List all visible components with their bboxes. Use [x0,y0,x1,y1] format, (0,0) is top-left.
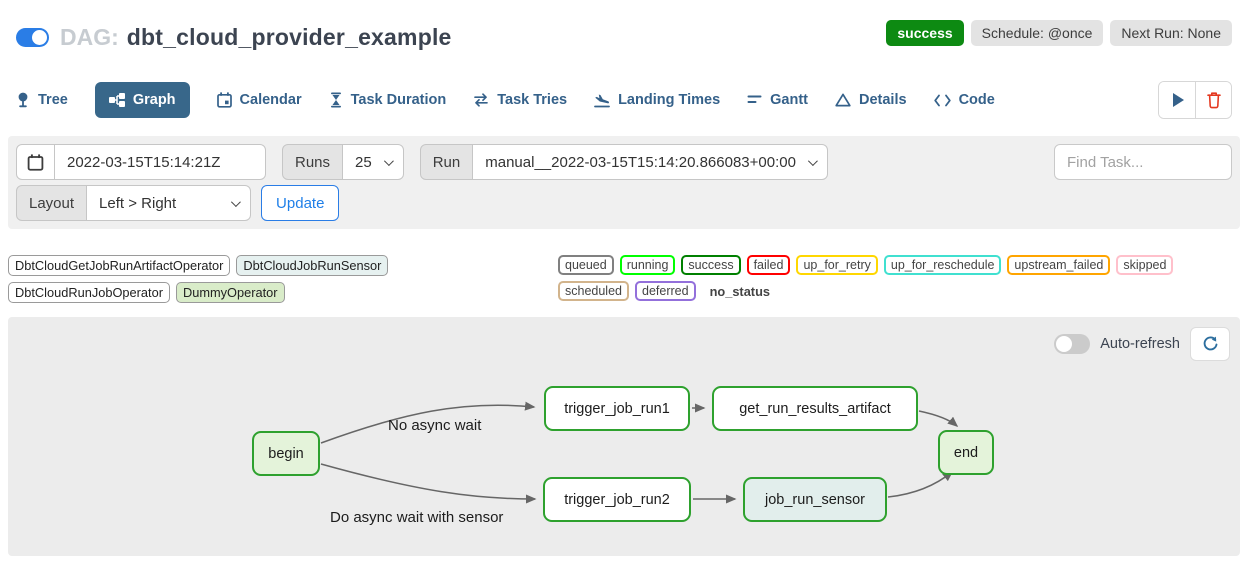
tab-graph[interactable]: Graph [94,82,190,118]
task-node-begin[interactable]: begin [252,431,320,476]
status-badge-up-for-reschedule[interactable]: up_for_reschedule [883,255,1002,275]
delete-dag-button[interactable] [1195,82,1231,118]
auto-refresh-toggle[interactable] [1054,334,1091,354]
operator-badge: DbtCloudRunJobOperator [8,282,170,303]
find-task-input[interactable] [1054,144,1232,180]
tab-label: Gantt [770,92,808,108]
refresh-icon [1203,336,1217,350]
operator-badge: DbtCloudJobRunSensor [236,255,389,276]
gantt-icon [747,95,762,103]
execution-date-input[interactable]: 2022-03-15T15:14:21Z [54,144,266,180]
tab-label: Task Tries [497,92,568,108]
status-badge-failed[interactable]: failed [746,255,791,275]
trigger-dag-button[interactable] [1159,82,1195,118]
dag-header: DAG: dbt_cloud_provider_example success … [0,0,1248,51]
graph-panel: Auto-refresh begin trigger_job_run1 get_… [8,317,1240,556]
layout-group: Layout Left > Right [16,185,252,221]
dag-action-buttons [1158,81,1232,119]
chevron-down-icon [383,155,394,166]
edge-label-do-async-wait: Do async wait with sensor [330,509,504,526]
tab-gantt[interactable]: Gantt [747,92,808,108]
tab-label: Landing Times [618,92,721,108]
run-group: Run manual__2022-03-15T15:14:20.866083+0… [419,144,828,180]
tab-label: Graph [132,92,176,108]
runs-select[interactable]: 25 [342,144,404,180]
auto-refresh-label: Auto-refresh [1100,336,1180,352]
schedule-badge[interactable]: Schedule: @once [970,20,1104,46]
tab-label: Tree [38,92,68,108]
play-icon [1173,93,1184,107]
operator-badge: DbtCloudGetJobRunArtifactOperator [8,255,231,276]
runs-label: Runs [282,144,344,180]
tab-task-tries[interactable]: Task Tries [473,92,567,108]
repeat-icon [474,93,489,107]
layout-select[interactable]: Left > Right [86,185,252,221]
task-node-trigger-job-run1[interactable]: trigger_job_run1 [544,386,690,431]
status-label-no-status: no_status [709,283,771,299]
code-icon [933,94,951,106]
view-tabs: Tree Graph Calendar Task Duration Task T… [0,51,1248,119]
execution-date-group: 2022-03-15T15:14:21Z [16,144,266,180]
next-run-badge: Next Run: None [1110,20,1232,46]
status-badge-success[interactable]: success [681,255,741,275]
tab-landing-times[interactable]: Landing Times [594,92,720,108]
page-title: dbt_cloud_provider_example [126,24,452,50]
triangle-icon [835,93,851,107]
layout-label: Layout [16,185,88,221]
tab-label: Calendar [239,92,302,108]
task-node-end[interactable]: end [938,430,994,475]
runs-group: Runs 25 [282,144,404,180]
tab-calendar[interactable]: Calendar [216,92,302,108]
filter-band: 2022-03-15T15:14:21Z Runs 25 Run manual_… [8,136,1240,229]
calendar-icon [27,153,44,171]
chevron-down-icon [807,155,818,166]
trash-icon [1206,92,1221,109]
tab-label: Task Duration [350,92,447,108]
status-badge-queued[interactable]: queued [558,255,614,275]
plane-landing-icon [594,94,610,107]
graph-icon [108,93,125,107]
status-badge-deferred[interactable]: deferred [635,281,696,301]
tab-label: Details [859,92,907,108]
tab-code[interactable]: Code [933,92,995,108]
dag-edges [320,401,959,504]
refresh-button[interactable] [1190,327,1230,361]
dag-label: DAG: [60,24,119,50]
status-badge-upstream-failed[interactable]: upstream_failed [1007,255,1111,275]
dag-pause-toggle[interactable] [16,28,49,47]
tab-task-duration[interactable]: Task Duration [329,92,447,108]
tab-tree[interactable]: Tree [16,92,68,108]
run-select[interactable]: manual__2022-03-15T15:14:20.866083+00:00 [472,144,828,180]
task-node-job-run-sensor[interactable]: job_run_sensor [743,477,887,522]
tab-details[interactable]: Details [835,92,907,108]
status-legend: queued running success failed up_for_ret… [558,255,1240,301]
status-badge-skipped[interactable]: skipped [1116,255,1174,275]
tree-icon [18,92,28,108]
operator-badge: DummyOperator [175,282,285,303]
legend: DbtCloudGetJobRunArtifactOperator DbtClo… [8,255,1240,303]
task-node-trigger-job-run2[interactable]: trigger_job_run2 [543,477,691,522]
edge-label-no-async-wait: No async wait [388,417,482,434]
hourglass-icon [330,92,341,108]
status-badge: success [886,20,964,46]
calendar-icon [216,92,232,108]
chevron-down-icon [231,196,241,207]
update-button[interactable]: Update [261,185,340,221]
status-badge-running[interactable]: running [619,255,676,275]
run-label: Run [419,144,474,180]
status-badge-up-for-retry[interactable]: up_for_retry [796,255,878,275]
date-picker-button[interactable] [16,144,55,180]
operator-legend: DbtCloudGetJobRunArtifactOperator DbtClo… [8,255,556,303]
tab-label: Code [958,92,995,108]
status-badge-scheduled[interactable]: scheduled [558,281,629,301]
task-node-get-run-results-artifact[interactable]: get_run_results_artifact [712,386,918,431]
